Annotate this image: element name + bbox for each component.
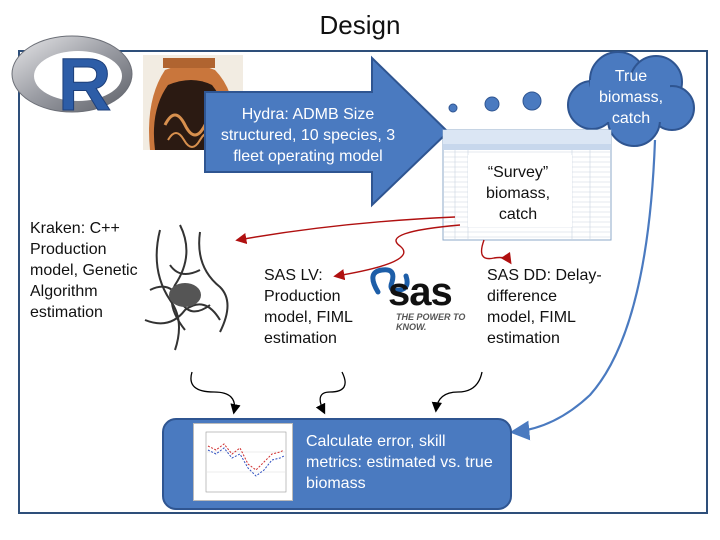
sas-logo-icon [370, 267, 410, 295]
survey-label: “Survey” biomass, catch [485, 164, 551, 223]
sas-lv-label: SAS LV: Production model, FIML estimatio… [264, 267, 353, 347]
survey-spreadsheet-image [442, 129, 612, 241]
r-logo-icon: R [11, 35, 133, 127]
survey-to-sasdd-arrow [480, 239, 512, 265]
sas-wordmark: sas [388, 270, 453, 314]
slide-title: Design [319, 10, 401, 40]
hydra-arrow-shape [204, 55, 450, 208]
cloud-to-calc-arrow [509, 139, 657, 441]
kraken-label: Kraken: C++ Production model, Genetic Al… [30, 220, 138, 321]
biomass-plot-graphic [205, 431, 287, 493]
biomass-plot-thumbnail [193, 423, 293, 501]
survey-to-saslv-arrow [333, 224, 461, 281]
kraken-illustration-image [138, 220, 232, 360]
sasdd-to-calc-arrow [431, 371, 483, 413]
sas-tagline: THE POWER TO KNOW. [396, 312, 466, 332]
hydra-label: Hydra: ADMB Size structured, 10 species,… [220, 106, 396, 165]
truth-cloud-label: True biomass, catch [598, 68, 664, 127]
calculate-label: Calculate error, skill metrics: estimate… [306, 433, 493, 492]
thought-dot-large [522, 91, 542, 111]
diagram-frame [18, 50, 708, 514]
kraken-to-calc-arrow [190, 371, 241, 415]
sas-dd-label: SAS DD: Delay-difference model, FIML est… [487, 267, 602, 347]
r-logo-letter: R [58, 43, 111, 126]
truth-cloud-shape [567, 51, 695, 147]
saslv-to-calc-arrow [315, 371, 346, 415]
thought-dot-medium [484, 96, 500, 112]
survey-to-kraken-arrow [235, 216, 456, 245]
thought-dot-small [448, 103, 458, 113]
